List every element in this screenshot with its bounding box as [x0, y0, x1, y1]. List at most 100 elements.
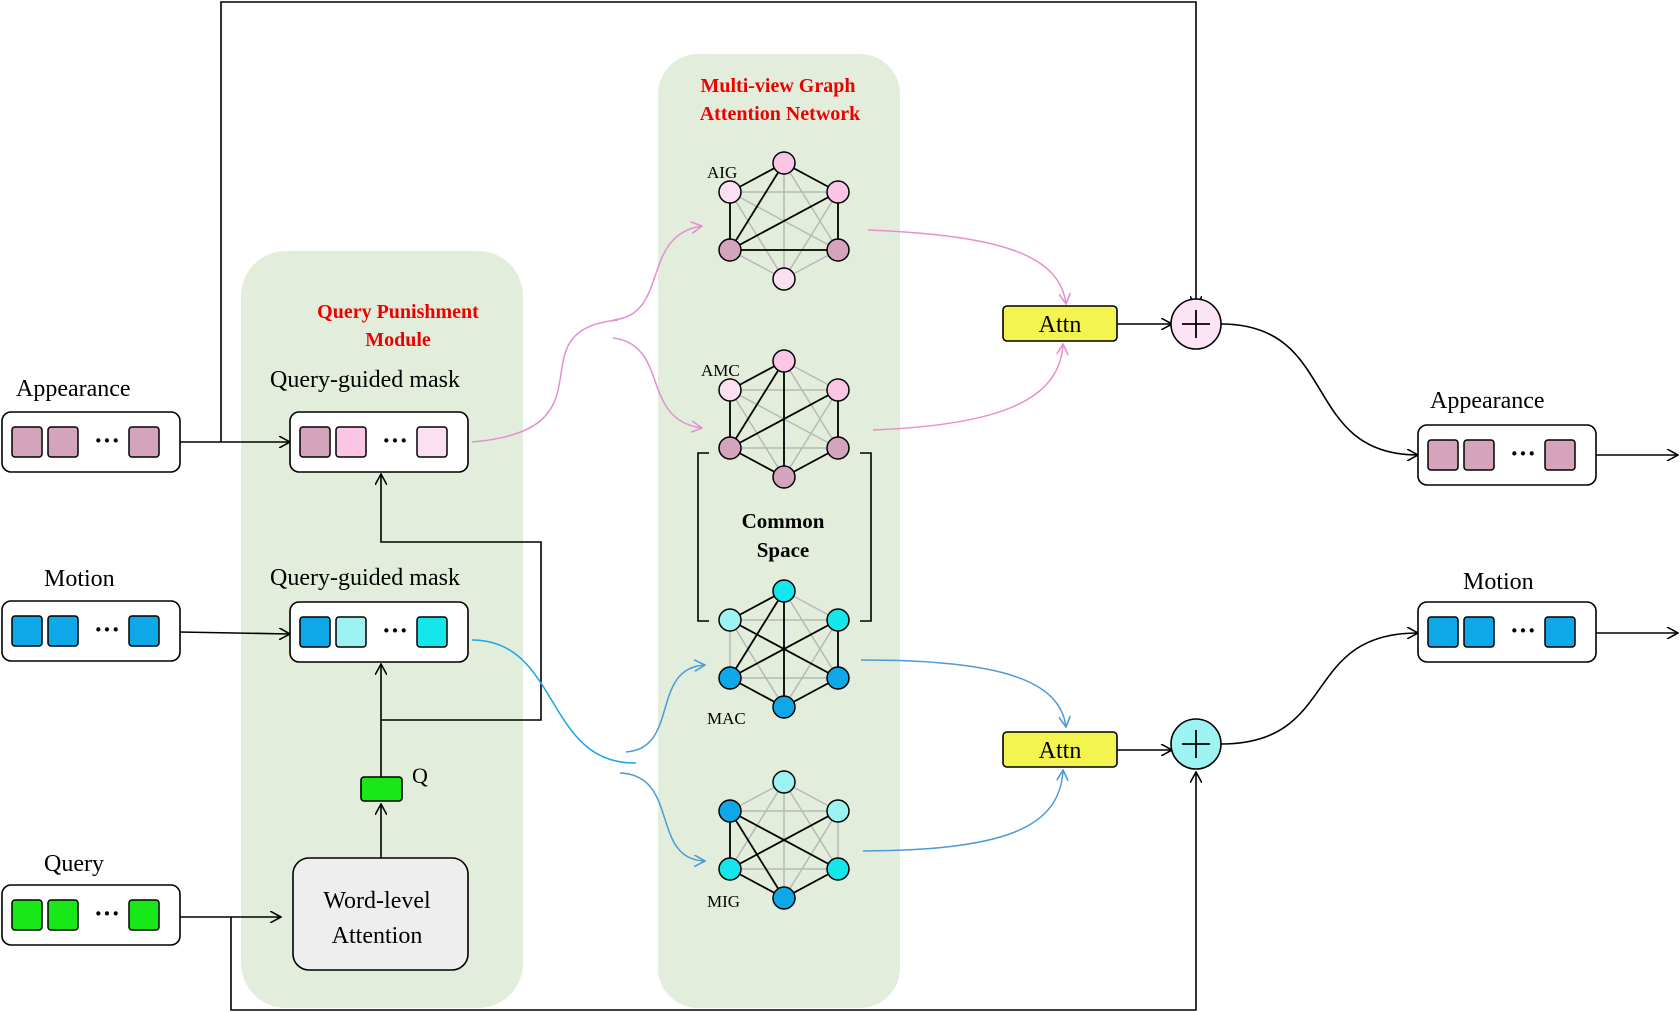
motion-mask-label: Query-guided mask — [270, 565, 460, 591]
appearance-output-token — [1427, 439, 1459, 471]
blue-arrows — [471, 639, 1066, 861]
common-space-line2: Space — [757, 538, 810, 562]
mig-node — [718, 799, 742, 823]
mac-to-attn-arrow — [860, 659, 1066, 727]
appearance-mask-tokens: ··· — [289, 411, 469, 473]
pink-arrow-to-amc — [612, 337, 702, 428]
amc-graph — [718, 349, 850, 489]
mgat-title-line2: Attention Network — [700, 103, 861, 125]
bottom-plus-icon — [1182, 730, 1210, 758]
amc-node — [772, 349, 796, 373]
amc-strong-edge — [729, 389, 839, 449]
mac-node — [826, 666, 850, 690]
mig-node — [826, 857, 850, 881]
common-space-line1: Common — [742, 509, 825, 533]
amc-node — [826, 436, 850, 460]
q-token — [360, 776, 403, 802]
q-label: Q — [412, 763, 428, 788]
mac-label: MAC — [707, 709, 746, 728]
motion-input-token — [47, 615, 79, 647]
motion-mask-token — [335, 616, 367, 648]
aig-strong-edge — [729, 162, 785, 251]
aig-node — [718, 180, 742, 204]
motion-mask-token — [416, 616, 448, 648]
mig-node — [772, 886, 796, 910]
motion-output-token — [1427, 616, 1459, 648]
mac-node — [718, 608, 742, 632]
connector-lines — [178, 1, 1678, 1011]
motion-output-ellipsis: ··· — [1510, 616, 1536, 645]
aig-strong-edge — [729, 191, 839, 251]
mac-node — [772, 695, 796, 719]
pink-arrow-to-aig — [612, 226, 702, 321]
aig-graph — [718, 151, 850, 291]
amc-label: AMC — [701, 361, 740, 380]
bottom-plus-to-output-arrow — [1220, 633, 1418, 745]
motion-mask-ellipsis: ··· — [382, 616, 408, 645]
query-input-ellipsis: ··· — [94, 899, 120, 928]
blue-arrow-to-mig — [619, 772, 705, 861]
appearance-mask-ellipsis: ··· — [382, 426, 408, 455]
amc-to-attn-arrow — [872, 344, 1063, 431]
mac-node — [718, 666, 742, 690]
query-skip-line — [230, 772, 1196, 1011]
aig-node — [772, 267, 796, 291]
aig-node — [826, 180, 850, 204]
appearance-skip-line — [220, 1, 1196, 442]
mig-node — [772, 770, 796, 794]
aig-node — [772, 151, 796, 175]
motion-input-tokens: ··· — [1, 600, 181, 662]
top-plus-node — [1170, 298, 1222, 350]
appearance-input-tokens: ··· — [1, 411, 181, 473]
appearance-output-tokens: ··· — [1417, 424, 1597, 486]
top-attn-box — [1002, 305, 1118, 342]
bottom-attn-box — [1002, 731, 1118, 768]
qpm-title-line1: Query Punishment — [317, 301, 479, 323]
query-input-token — [128, 899, 160, 931]
query-input-tokens: ··· — [1, 884, 181, 946]
amc-node — [772, 465, 796, 489]
top-plus-to-output-arrow — [1220, 323, 1418, 455]
query-input-token — [11, 899, 43, 931]
appearance-input-label: Appearance — [16, 376, 131, 402]
appearance-output-ellipsis: ··· — [1510, 439, 1536, 468]
appearance-input-ellipsis: ··· — [94, 426, 120, 455]
mac-node — [826, 608, 850, 632]
amc-node — [718, 378, 742, 402]
mig-graph — [718, 770, 850, 910]
bottom-plus-node — [1170, 718, 1222, 770]
appearance-output-token — [1544, 439, 1576, 471]
aig-label: AIG — [707, 163, 737, 182]
motion-output-label: Motion — [1463, 569, 1534, 595]
aig-to-attn-arrow — [867, 229, 1066, 304]
mig-strong-edge — [729, 810, 839, 870]
mac-node — [772, 579, 796, 603]
word-level-attention-box — [292, 857, 469, 971]
aig-node — [718, 238, 742, 262]
appearance-output-token — [1463, 439, 1495, 471]
mig-to-attn-arrow — [862, 770, 1063, 852]
appearance-input-token — [47, 426, 79, 458]
top-attn-label: Attn — [1039, 312, 1082, 338]
motion-output-tokens: ··· — [1417, 601, 1597, 663]
mac-strong-edge — [729, 619, 839, 679]
aig-node — [826, 238, 850, 262]
word-attention-line1: Word-level — [323, 888, 431, 914]
word-attention-line2: Attention — [332, 923, 423, 949]
mac-graph — [718, 579, 850, 719]
blue-arrow-to-mac — [625, 665, 705, 753]
mig-label: MIG — [707, 892, 740, 911]
motion-output-token — [1463, 616, 1495, 648]
motion-input-ellipsis: ··· — [94, 615, 120, 644]
qpm-title-line2: Module — [365, 329, 431, 351]
mig-node — [718, 857, 742, 881]
mig-node — [826, 799, 850, 823]
mgat-title-line1: Multi-view Graph — [701, 75, 856, 97]
bottom-attn-label: Attn — [1039, 738, 1082, 764]
top-plus-icon — [1182, 310, 1210, 338]
motion-mask-to-graphs-curve — [471, 639, 637, 764]
appearance-mask-token — [335, 426, 367, 458]
appearance-input-token — [128, 426, 160, 458]
motion-output-token — [1544, 616, 1576, 648]
amc-strong-edge — [729, 360, 785, 449]
